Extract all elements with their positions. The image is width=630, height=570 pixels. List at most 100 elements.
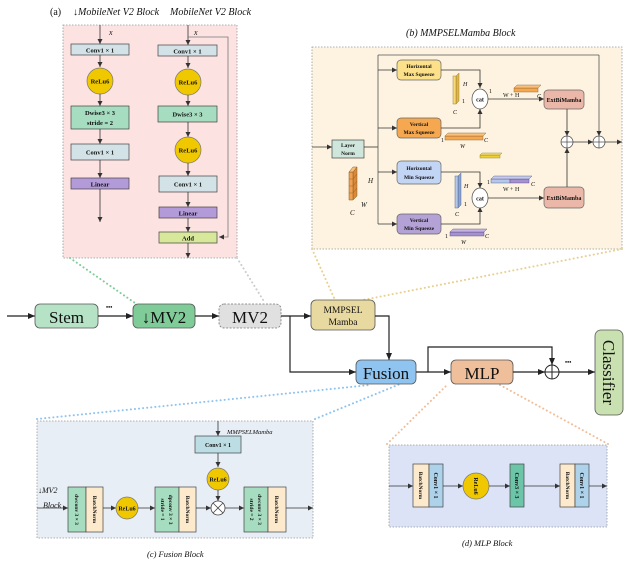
vmax-label-1: Vertical: [410, 122, 429, 128]
mlp-relu-label: ReLu6: [472, 477, 478, 494]
cat-bottom-dim-c: C: [531, 182, 536, 188]
fusion-bn-3-label: BatchNorm: [273, 496, 279, 524]
ellipsis-1: •••: [106, 305, 112, 311]
layer-norm-label-2: Norm: [341, 151, 355, 157]
mlp-conv3-label: Conv3 × 3: [513, 472, 519, 498]
fusion-dpconv-label: dpconv 3 × 3: [167, 495, 173, 525]
hmin-label-2: Min Squeeze: [404, 175, 435, 181]
fusion-stride1-label: stride = 1: [159, 498, 165, 520]
fusion-dpconv: [154, 486, 180, 533]
fusion-batchnorm-1: [85, 486, 104, 533]
panel-b-mmpselmamba: (b) MMPSELMamba Block Layer Norm H: [311, 28, 623, 250]
cat-top-label: cat: [476, 98, 484, 104]
floating-slab-icon: [479, 152, 503, 159]
fusion-label: Fusion: [363, 364, 410, 383]
panel-a-background: [62, 24, 238, 259]
cat-bottom-dim-wh: W + H: [503, 187, 520, 193]
extbimamba-top: [543, 89, 585, 110]
conv1x1-right-label: Conv1 × 1: [173, 49, 201, 56]
extbimamba-bottom: [543, 186, 585, 209]
cat-top-dim-1: 1: [489, 89, 492, 95]
caption-d: (d) MLP Block: [462, 538, 513, 548]
ellipsis-2: •••: [565, 360, 571, 366]
hmin-dim-1: 1: [464, 202, 467, 208]
fusion-relu-top-label: ReLu6: [209, 478, 226, 484]
mlp-bn-1-label: BatchNorm: [417, 472, 423, 500]
vmax-label-2: Max Squeeze: [403, 130, 435, 136]
dwise-right-label: Dwise3 × 3: [172, 112, 203, 119]
dwise-left-label: Dwise3 × 3: [85, 110, 116, 117]
vmax-dim-1: 1: [441, 138, 444, 144]
conv1x1-left-label: Conv1 × 1: [86, 48, 114, 55]
mmpsel-label-2: Mamba: [328, 318, 358, 328]
mmpsel-label-1: MMPSEL: [323, 306, 362, 316]
fusion-bn-1-label: BatchNorm: [91, 496, 97, 524]
mlp-conv1-1-label: Conv1 × 1: [432, 472, 438, 498]
fusion-input-label-1: ↓MV2: [38, 486, 58, 495]
fusion-batchnorm-3: [267, 486, 287, 533]
downsample-mv2-label: ↓MV2: [142, 308, 186, 327]
residual-connection: [188, 36, 229, 240]
fusion-side-label: MMPSELMamba: [226, 429, 273, 436]
layer-norm-label-1: Layer: [341, 143, 356, 149]
cat-bottom-label: cat: [476, 197, 484, 203]
hmax-dim-h: H: [462, 82, 468, 88]
fusion-dwconv-2: [243, 486, 269, 533]
vmin-dim-1: 1: [445, 234, 448, 240]
min-concat-slab-icon: [490, 175, 533, 184]
vmin-dim-c: C: [485, 234, 490, 240]
dwise3x3-right: [157, 105, 218, 123]
conv1x1-right: [157, 44, 218, 57]
hmin-dim-h: H: [463, 184, 469, 190]
cat-top-dim-wh: W + H: [503, 93, 520, 99]
dim-w-cube: W: [361, 201, 368, 209]
hmax-feature-slab-icon: [452, 72, 460, 105]
main-pipeline: Stem ••• ↓MV2 MV2 MMPSEL Mamba Fusion ML…: [7, 299, 624, 416]
hmin-dim-c: C: [455, 212, 460, 218]
multiply-node-icon: [210, 500, 226, 516]
vmin-label-2: Min Squeeze: [404, 226, 435, 232]
caption-a-right: MobileNet V2 Block: [169, 7, 252, 18]
vmin-feature-slab-icon: [449, 228, 488, 237]
input-x-right: x: [193, 28, 198, 37]
feature-cube-icon: [348, 166, 358, 201]
input-x-left: x: [108, 28, 113, 37]
horizontal-min-squeeze: [396, 160, 442, 185]
vmax-dim-c: C: [484, 138, 489, 144]
cat-top-dim-c: C: [537, 94, 542, 100]
mlp-conv3x3: [509, 463, 525, 508]
hmax-dim-1: 1: [462, 99, 465, 105]
linear-right-label: Linear: [179, 211, 198, 218]
fusion-relu-mid-label: ReLu6: [118, 507, 135, 513]
residual-add-icon: [544, 364, 560, 380]
cat-bottom-dim-1: 1: [487, 180, 490, 186]
hmax-label-2: Max Squeeze: [403, 72, 435, 78]
add-label: Add: [182, 236, 194, 243]
conv1x1-left-2-label: Conv1 × 1: [86, 150, 114, 157]
vmin-label-1: Vertical: [410, 218, 429, 224]
extbimamba-top-label: ExtBiMamba: [547, 98, 582, 104]
mlp-conv1x1-2: [574, 463, 590, 508]
caption-c: (c) Fusion Block: [147, 549, 204, 559]
vmax-feature-slab-icon: [444, 132, 487, 141]
stride-left-label: stride = 2: [87, 120, 113, 127]
fusion-dwconv-1-label: dwconv 3 × 3: [73, 494, 79, 525]
dim-h-cube: H: [367, 177, 374, 185]
hmax-dim-c: C: [453, 110, 458, 116]
classifier-block[interactable]: [594, 329, 624, 416]
mlp-label: MLP: [465, 364, 500, 383]
linear-left-label: Linear: [91, 182, 110, 189]
caption-a-left: ↓MobileNet V2 Block: [73, 7, 160, 18]
mv2-label: MV2: [232, 308, 268, 327]
zoom-connectors: [36, 248, 623, 445]
caption-a-label: (a): [50, 7, 61, 18]
mmpsel-mamba-block[interactable]: [310, 299, 376, 331]
max-concat-slab-icon: [513, 84, 542, 93]
panel-c-fusion: MMPSELMamba Conv1 × 1 ReLu6 ↓MV2 Block d…: [36, 420, 314, 559]
vmin-dim-w: W: [461, 240, 467, 246]
fusion-conv-label: Conv1 × 1: [205, 443, 231, 449]
classifier-label: Classifier: [599, 340, 618, 405]
mlp-conv1x1-1: [428, 463, 444, 508]
fusion-batchnorm-2: [178, 486, 197, 533]
